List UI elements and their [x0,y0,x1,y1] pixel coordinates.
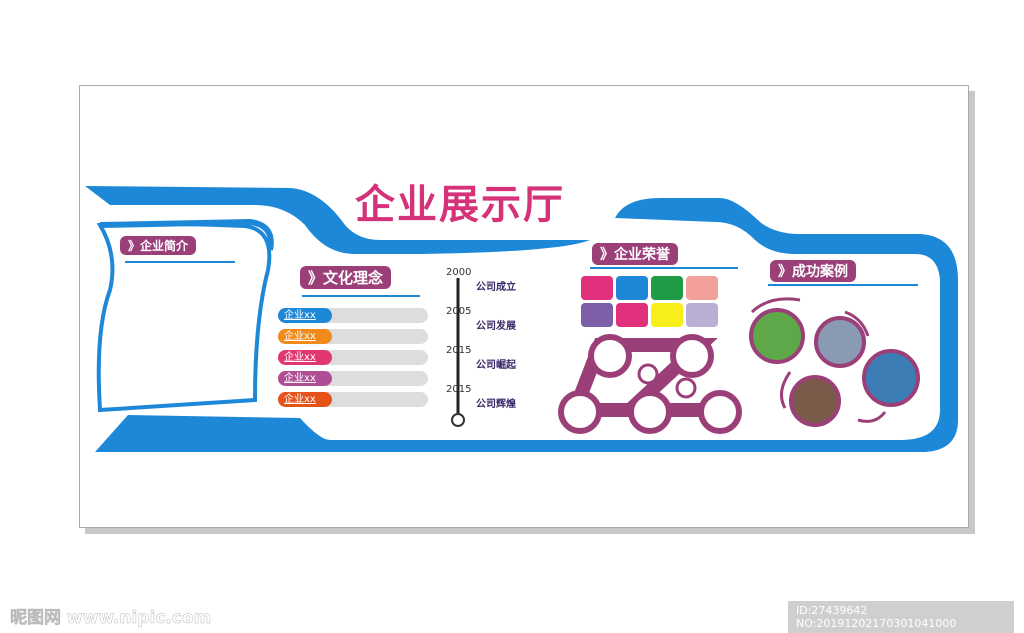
timeline-event: 公司崛起 [476,360,516,371]
culture-item-label: 企业xx [278,371,332,386]
honor-circles [558,334,742,434]
section-intro-label: 》企业简介 [120,236,197,255]
timeline-year: 2015 [446,384,472,395]
section-culture-label: 》文化理念 [300,266,392,289]
timeline-event: 公司成立 [476,282,516,293]
right-blue-band [95,198,958,452]
timeline-end [451,413,465,427]
page-title: 企业展示厅 [355,182,565,228]
honor-tile [686,276,718,300]
case-photo-1 [749,308,805,364]
watermark: 昵图网 www.nipic.com [10,608,212,629]
culture-item: 企业xx [278,392,428,407]
case-photo-3 [862,349,920,407]
display-board [79,85,969,528]
culture-item: 企业xx [278,329,428,344]
timeline-event: 公司辉煌 [476,399,516,410]
timeline-year: 2015 [446,345,472,356]
top-left-blue-band [85,186,590,254]
culture-item: 企业xx [278,308,428,323]
section-honor-label: 》企业荣誉 [592,243,678,265]
timeline-event: 公司发展 [476,321,516,332]
culture-item-label: 企业xx [278,308,332,323]
section-cases-label: 》成功案例 [770,260,856,282]
honor-tile [581,276,613,300]
honor-tile [686,303,718,327]
timeline-year: 2000 [446,267,472,278]
honor-tile [616,303,648,327]
culture-item: 企业xx [278,350,428,365]
image-id: ID:27439642 NO:20191202170301041000 [788,601,1014,633]
intro-frame-top [99,218,274,251]
culture-item-label: 企业xx [278,329,332,344]
honor-tile [651,276,683,300]
culture-item-label: 企业xx [278,392,332,407]
case-photos [749,308,920,427]
case-photo-2 [814,316,866,368]
case-photo-4 [789,375,841,427]
culture-item: 企业xx [278,371,428,386]
case-arrows [750,297,887,423]
honor-tile [581,303,613,327]
timeline-year: 2005 [446,306,472,317]
culture-item-label: 企业xx [278,350,332,365]
honor-color-grid [581,276,718,327]
honor-tile [616,276,648,300]
honor-tile [651,303,683,327]
